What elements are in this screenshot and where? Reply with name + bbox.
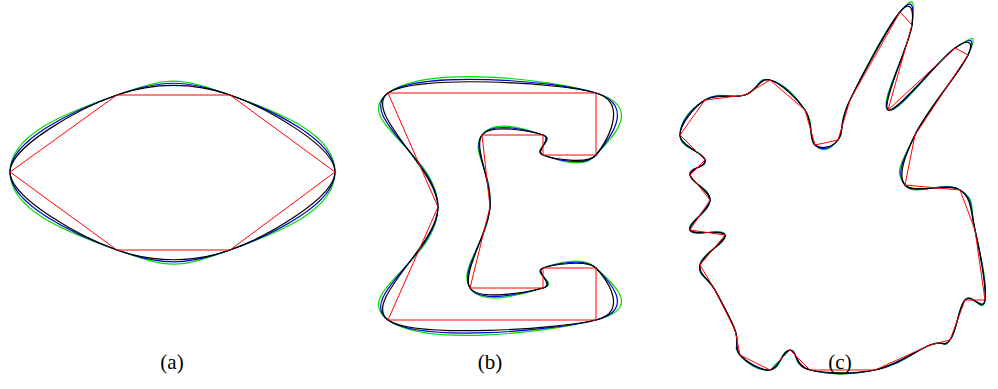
control-polygon xyxy=(10,95,335,250)
panel-label: (c) xyxy=(828,350,851,375)
control-polygon xyxy=(388,93,596,320)
black-curve xyxy=(382,82,613,331)
green-curve xyxy=(680,2,986,374)
blue-curve xyxy=(680,4,985,373)
panel-label: (b) xyxy=(478,350,503,375)
blue-curve xyxy=(10,83,335,262)
control-polygon xyxy=(680,12,985,370)
blue-curve xyxy=(381,79,618,333)
black-curve xyxy=(10,85,335,259)
green-curve xyxy=(378,77,621,336)
green-curve xyxy=(10,81,335,264)
panel-label: (a) xyxy=(160,350,183,375)
black-curve xyxy=(680,6,985,373)
